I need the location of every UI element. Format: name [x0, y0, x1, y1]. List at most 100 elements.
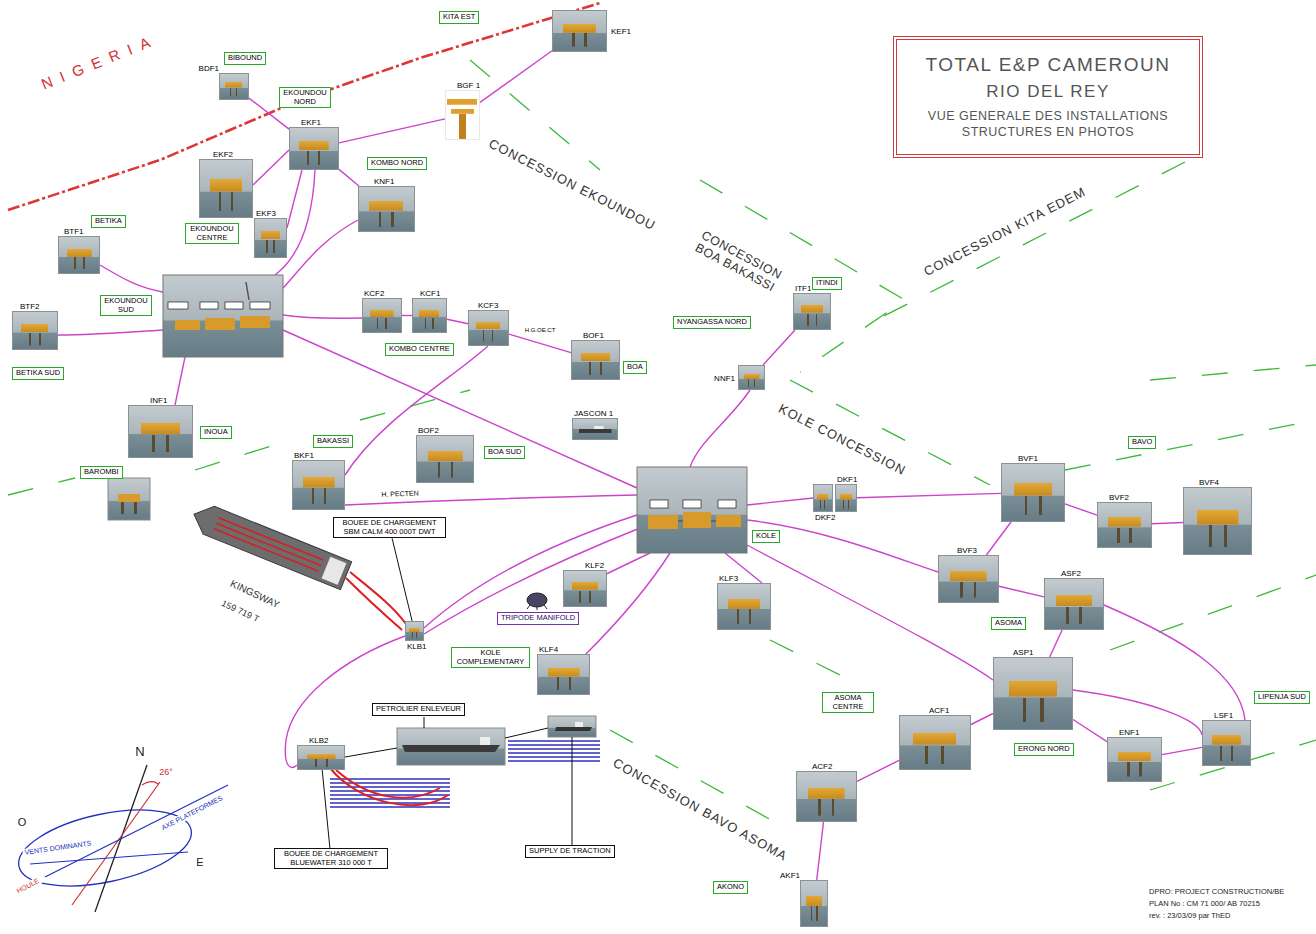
callout-box: BOUEE DE CHARGEMENT SBM CALM 400 000T DW… [333, 517, 446, 538]
platform-photo: ASF2 [1044, 578, 1104, 630]
platform-code: DKF1 [836, 475, 858, 484]
bridge [678, 521, 683, 522]
field-name: BOA [623, 361, 647, 374]
box-text: BETIKA [95, 217, 122, 226]
concession-boundaries [8, 60, 1316, 825]
field-name: INOUA [200, 426, 232, 439]
title-line: TOTAL E&P CAMEROUN [926, 54, 1171, 76]
vessel-photo: JASCON 1 [572, 418, 618, 440]
concession-boundary [1110, 575, 1316, 650]
platform-photo: NNF1 [738, 365, 765, 390]
pipelines [58, 150, 1245, 768]
platform-photo: EKF1 [289, 127, 339, 170]
vessel-tonnage: 159 719 T [218, 598, 262, 626]
pipeline-connector [817, 822, 824, 880]
platform-deck [648, 515, 678, 529]
box-text: KOMBO CENTRE [389, 345, 450, 354]
platform-photo: KLF3 [717, 583, 771, 630]
complex-photo [637, 467, 747, 553]
complex-photo [163, 275, 283, 357]
pipeline-connector [509, 334, 571, 353]
tripod-manifold-symbol [527, 593, 547, 610]
platform-code: KEF1 [610, 27, 632, 36]
country-label: NIGERIA [37, 30, 162, 94]
pipeline [424, 515, 637, 628]
pipeline [1104, 605, 1245, 720]
field-name: BIBOUND [224, 52, 266, 65]
tanker-bridge [321, 556, 347, 585]
hose [346, 578, 402, 630]
platform-code: BDF1 [198, 64, 220, 73]
loading-hoses [330, 572, 448, 805]
platform-code: NNF1 [713, 374, 736, 383]
platform-photo: ENF1 [1107, 737, 1162, 782]
pipeline [283, 315, 362, 318]
wind-label: VENTS DOMINANTS [22, 839, 94, 857]
kingsway-tanker [188, 500, 351, 589]
pipeline-connector [1152, 523, 1183, 524]
tanker-bridge [480, 737, 490, 745]
box-text: BIBOUND [228, 54, 262, 63]
field-name: KOMBO CENTRE [385, 343, 454, 356]
pipeline-connector [1065, 504, 1097, 515]
tag-box [168, 302, 188, 309]
platform-code: JASCON 1 [573, 409, 614, 418]
kole-complex [637, 467, 747, 553]
vessel-bridge [575, 722, 583, 727]
platform-photo: BVF2 [1097, 502, 1152, 548]
platform-photo: EKF2 [199, 159, 253, 218]
leader-line [572, 737, 573, 845]
tag-box [683, 500, 701, 508]
platform-code: BVF4 [1198, 478, 1220, 487]
box-text: AKONO [717, 883, 744, 892]
platform-code: BOF2 [417, 426, 440, 435]
hose [350, 572, 406, 624]
platform-code: AKF1 [779, 871, 801, 880]
platform-photo: ACF1 [899, 715, 971, 770]
platform-code: EKF2 [212, 150, 234, 159]
platform-code: BTF2 [19, 302, 41, 311]
platform-photo: LSF1 [1202, 720, 1251, 766]
box-text: EKOUNDOU CENTRE [189, 225, 235, 242]
leader-connector [392, 538, 412, 621]
platform-photo: DKF1 [835, 484, 857, 512]
platform-code: KCF1 [419, 289, 441, 298]
platform-code: BOF1 [582, 331, 605, 340]
angle-label: 26° [157, 768, 175, 778]
platform-photo: KLB1 [405, 621, 424, 641]
supply-photo [548, 716, 596, 737]
field-name: BAKASSI [313, 435, 353, 448]
field-name: KOLE [752, 530, 780, 543]
field-name: EKOUNDOU SUD [100, 295, 152, 316]
field-name: KOLE COMPLEMENTARY [451, 647, 530, 668]
axis-label: AXE PLATEFORMES [158, 793, 225, 832]
pipeline-connector [1050, 630, 1062, 657]
deck-lines [214, 518, 323, 571]
field-name: BOA SUD [484, 446, 525, 459]
box-text: KOMBO NORD [371, 159, 423, 168]
field-name: EKOUNDOU NORD [279, 87, 331, 108]
box-text: EKOUNDOU NORD [283, 89, 327, 106]
hose [336, 770, 440, 798]
platform-code: KCF3 [477, 301, 499, 310]
field-name: ASOMA [991, 617, 1026, 630]
callout-box: TRIPODE MANIFOLD [497, 612, 579, 625]
pipeline-connector [402, 315, 412, 316]
pipeline-connector [857, 760, 899, 781]
ekoundou-complex [163, 275, 283, 357]
tag-box [718, 500, 736, 508]
pipeline-connector [447, 319, 468, 324]
leader-connector [322, 770, 330, 848]
platform-code: KLF2 [584, 561, 605, 570]
tag-box [200, 302, 218, 309]
swell-label: HOULE [14, 876, 42, 896]
box-text: BOUEE DE CHARGEMENT SBM CALM 400 000T DW… [337, 519, 442, 536]
pipeline [424, 528, 640, 634]
platform-code: INF1 [149, 396, 168, 405]
concession-label: CONCESSION KITA EDEM [920, 184, 1090, 280]
plan-reference: PLAN No : CM 71 000/ AB 70215 [1147, 900, 1262, 908]
concession-label: CONCESSION BAVO ASOMA [609, 755, 792, 865]
platform-code: ACF1 [928, 706, 950, 715]
concession-boundary [360, 390, 470, 420]
